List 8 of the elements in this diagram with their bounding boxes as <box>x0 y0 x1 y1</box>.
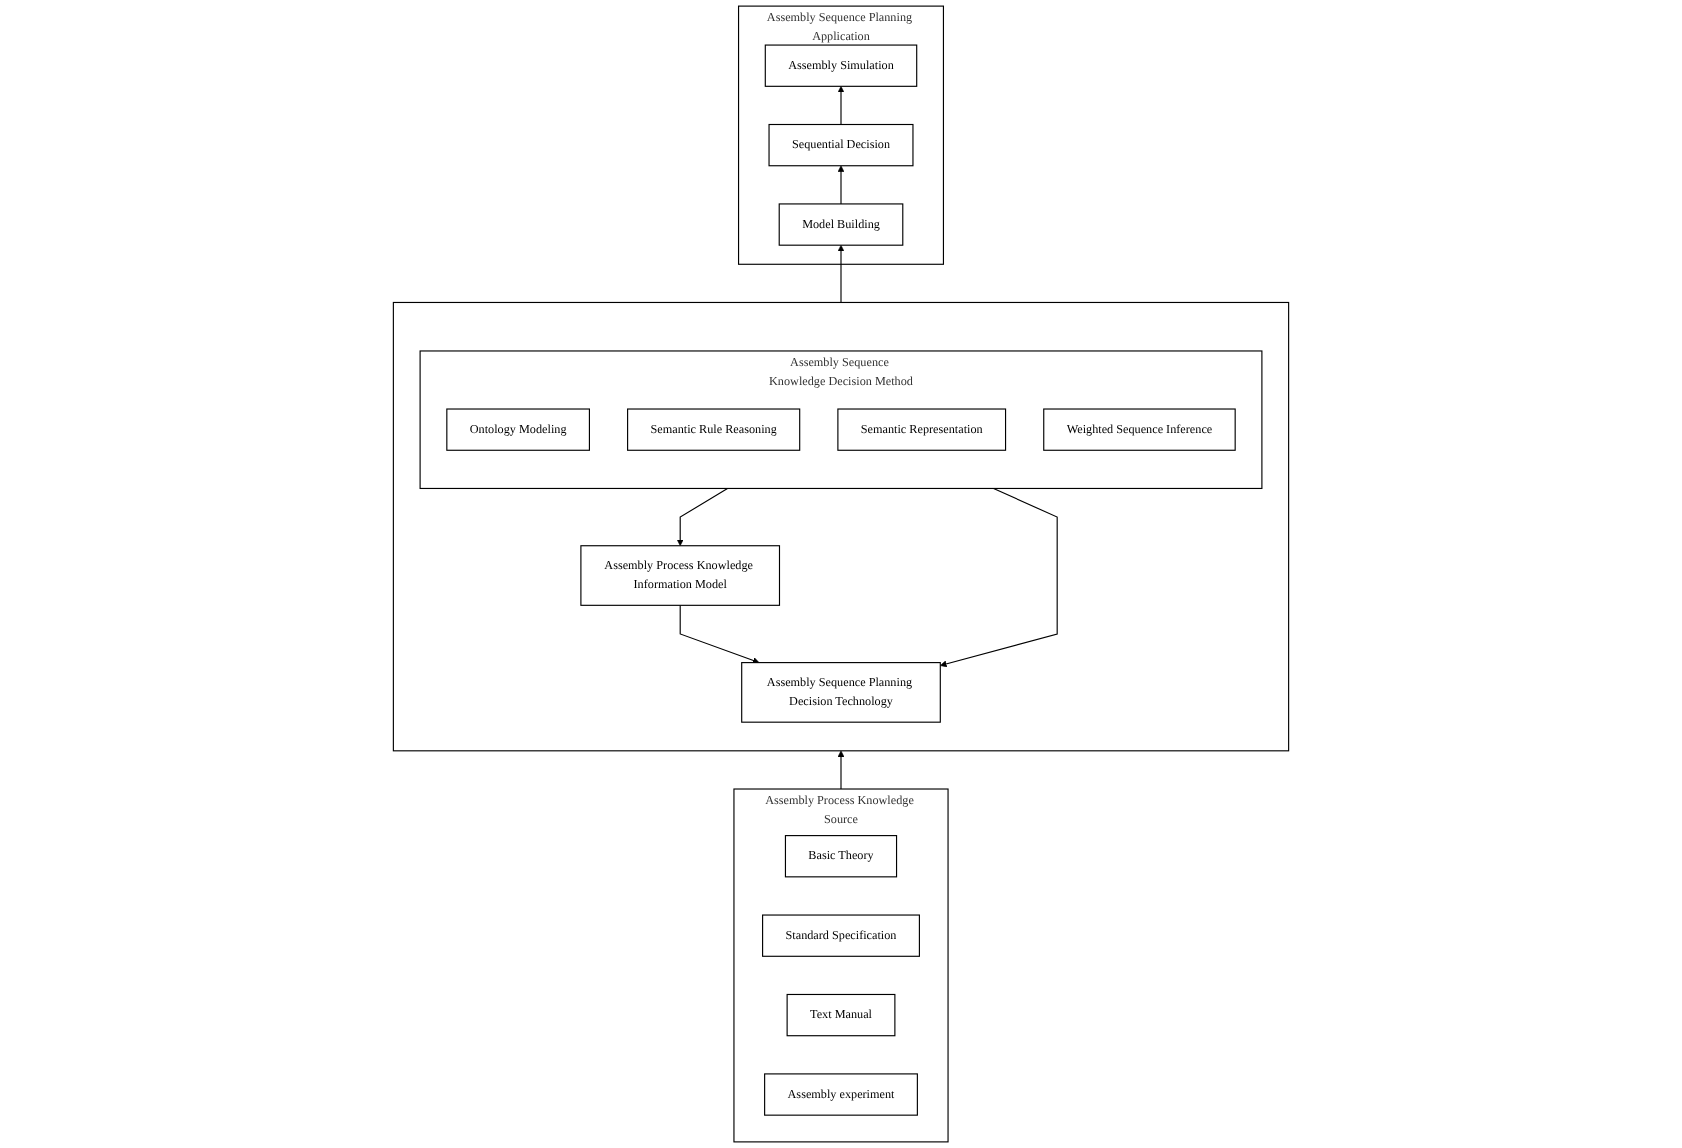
arrow <box>837 165 845 205</box>
arrow <box>837 244 845 304</box>
arrow <box>676 487 729 547</box>
arrow <box>940 487 1058 668</box>
cluster <box>392 301 1290 752</box>
arrow <box>837 86 845 126</box>
arrow <box>837 750 845 790</box>
arrow <box>679 604 760 664</box>
